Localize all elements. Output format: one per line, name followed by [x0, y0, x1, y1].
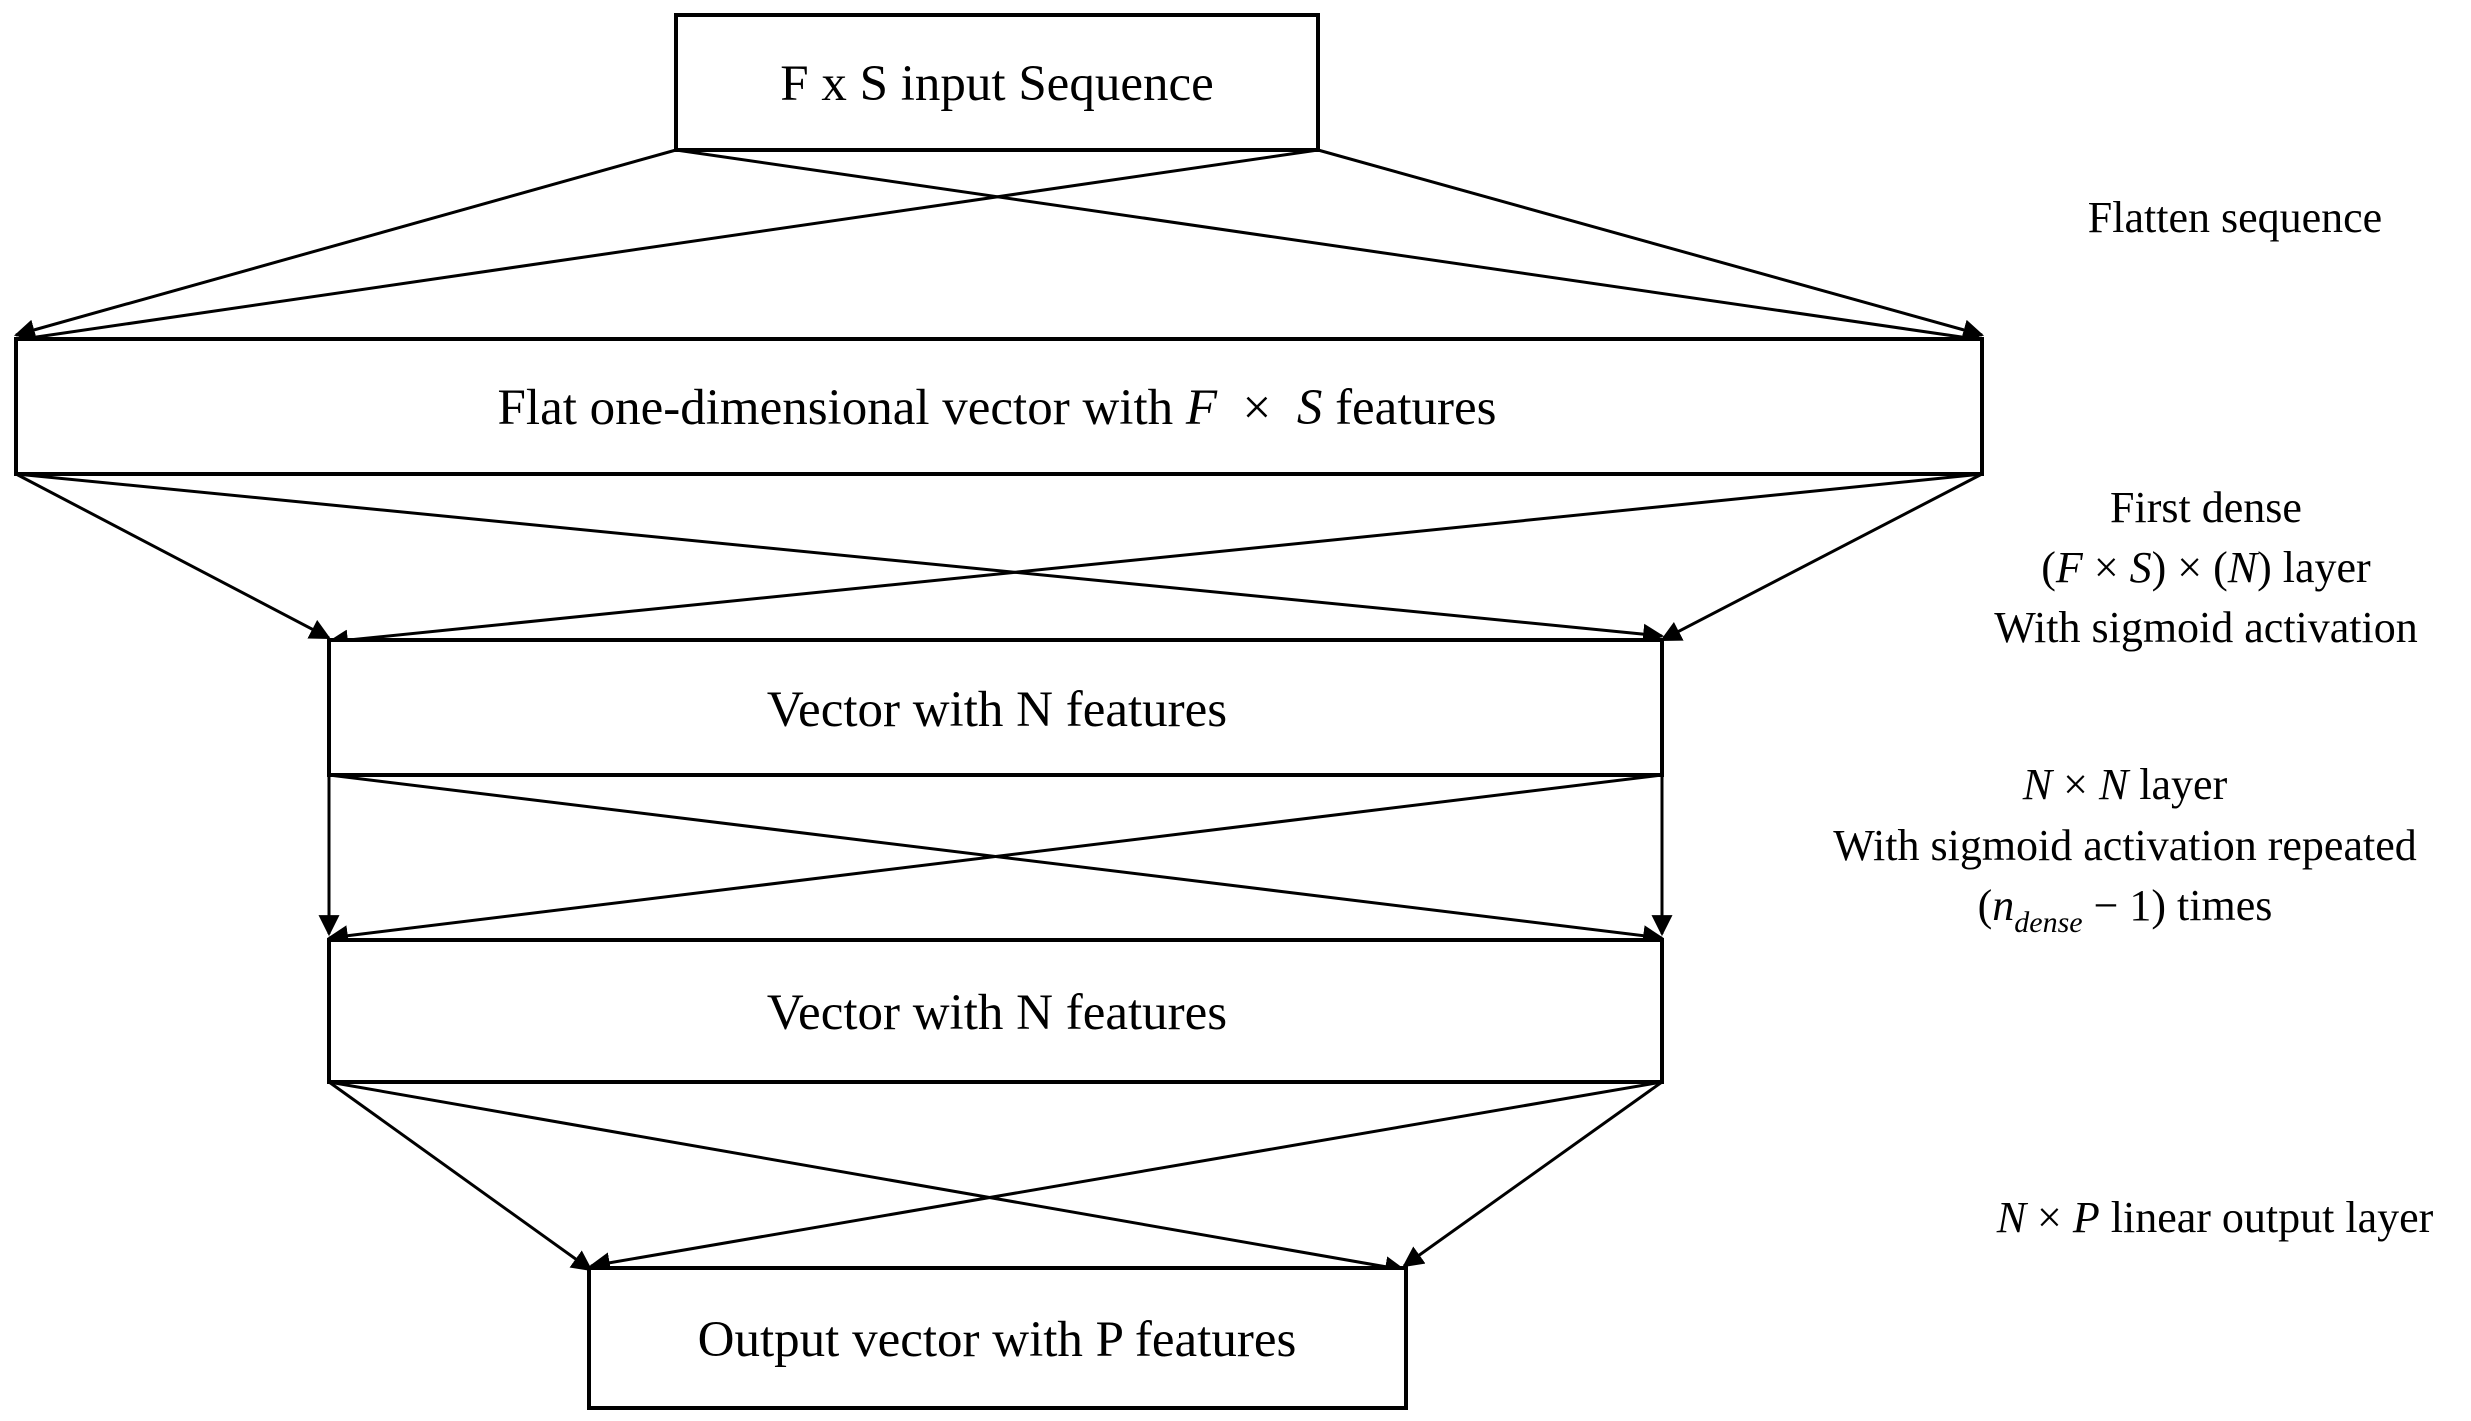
vector-box-1-label: Vector with N features	[767, 682, 1227, 738]
nxn-line1: N × N layer	[2022, 760, 2228, 809]
vector-box-1: Vector with N features	[327, 638, 1664, 777]
flat-vector-box: Flat one-dimensional vector with F × S f…	[14, 337, 1984, 476]
nxn-line3: (ndense − 1) times	[1978, 881, 2273, 939]
nxn-annotation: N × N layer With sigmoid activation repe…	[1833, 760, 2417, 939]
vector-box-2: Vector with N features	[327, 938, 1664, 1084]
first-dense-line3: With sigmoid activation	[1994, 603, 2418, 652]
output-layer-annotation: N × P linear output layer	[1996, 1193, 2434, 1242]
first-dense-line1: First dense	[2110, 483, 2302, 532]
output-vector-box: Output vector with P features	[587, 1266, 1408, 1410]
first-dense-connections	[15, 472, 1983, 651]
first-dense-annotation: First dense (F × S) × (N) layer With sig…	[1994, 483, 2418, 652]
output-connections	[328, 1080, 1663, 1278]
input-sequence-box: F x S input Sequence	[674, 13, 1320, 152]
flat-vector-label: Flat one-dimensional vector with F × S f…	[498, 380, 1497, 436]
nxn-line2: With sigmoid activation repeated	[1833, 821, 2417, 870]
flatten-annotation: Flatten sequence	[2088, 193, 2382, 242]
output-vector-label: Output vector with P features	[698, 1312, 1297, 1368]
flatten-connections	[13, 148, 1985, 348]
input-sequence-label: F x S input Sequence	[780, 56, 1213, 112]
vector-box-2-label: Vector with N features	[767, 985, 1227, 1041]
first-dense-line2: (F × S) × (N) layer	[2041, 543, 2371, 592]
nxn-connections	[318, 773, 1673, 947]
